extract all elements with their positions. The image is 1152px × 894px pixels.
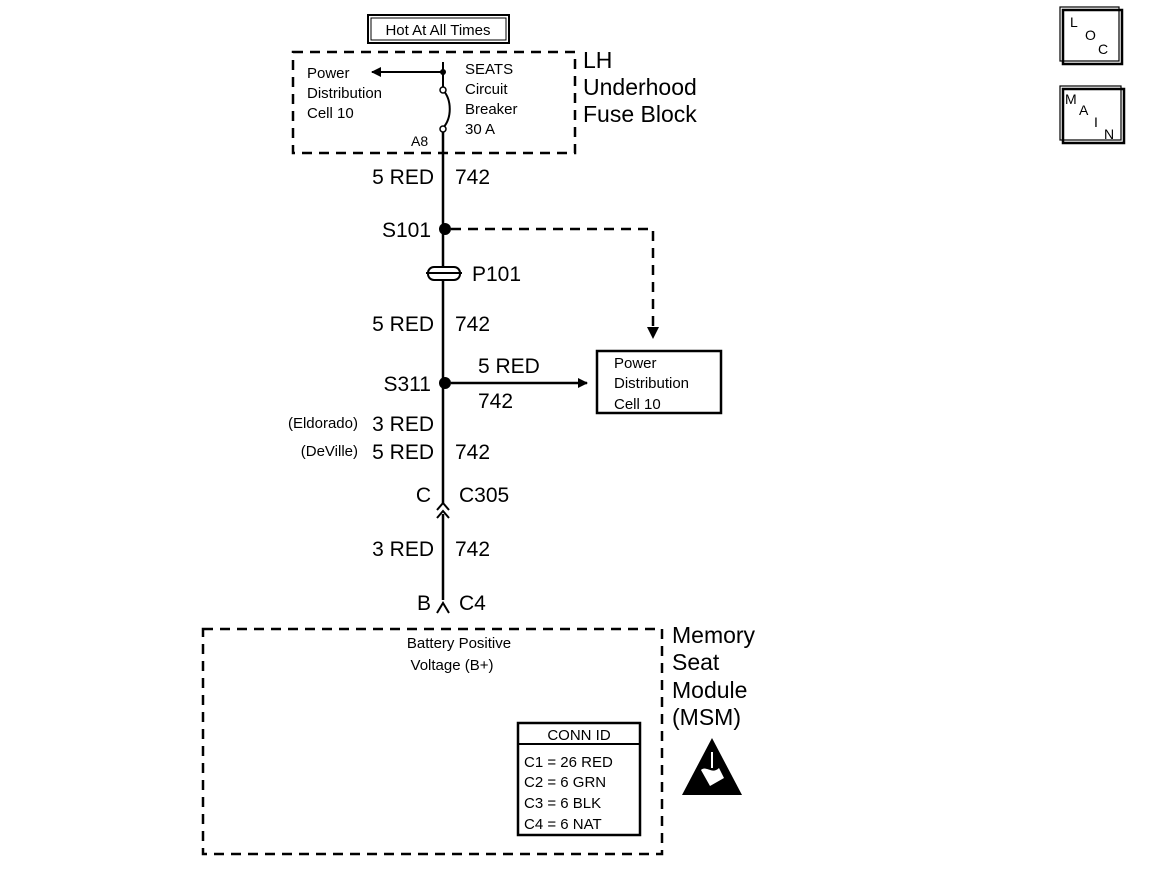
connector-c305-name: C305 [459,484,509,507]
fuse-block-outline [291,50,577,155]
msm-input-label: Battery Positive Voltage (B+) [407,635,511,674]
svg-text:Power: Power [614,355,657,372]
wire2-circuit: 742 [455,313,490,336]
esd-warning-icon [682,738,742,795]
terminal-a8-label: A8 [411,133,428,149]
wire4-circuit: 742 [455,538,490,561]
branch-circuit: 742 [478,390,513,413]
connector-c4-name: C4 [459,592,486,615]
loc-letter-2: O [1085,27,1096,43]
main-letter-1: M [1065,91,1077,107]
svg-text:Distribution: Distribution [307,85,382,102]
wire3-eldorado-variant: (Eldorado) [288,415,358,432]
main-letter-3: I [1094,114,1098,130]
svg-text:Fuse Block: Fuse Block [583,101,697,127]
svg-text:Underhood: Underhood [583,74,697,100]
connector-c4-symbol [436,601,450,614]
wire3-deville-gauge-color: 5 RED [372,441,434,464]
conn-id-header: CONN ID [547,727,611,744]
svg-text:Memory: Memory [672,622,756,648]
connector-c305-pin: C [416,484,431,507]
loc-letter-1: L [1070,14,1078,30]
svg-text:Power: Power [307,65,350,82]
circuit-breaker-label: SEATS Circuit Breaker 30 A [465,61,518,138]
conn-id-row: C1 = 26 RED [524,754,613,771]
splice-s311-dot [439,377,451,389]
wire3-eldorado-gauge-color: 3 RED [372,413,434,436]
branch-gauge-color: 5 RED [478,355,540,378]
svg-text:Hot At All Times: Hot At All Times [385,22,490,39]
svg-text:Distribution: Distribution [614,375,689,392]
wire3-deville-variant: (DeVille) [301,443,358,460]
svg-text:Cell 10: Cell 10 [307,105,354,122]
main-letter-2: A [1079,102,1089,118]
splice-s311-label: S311 [384,373,432,396]
splice-s101-dot [439,223,451,235]
svg-text:30 A: 30 A [465,121,495,138]
splice-s101-label: S101 [382,219,431,242]
passthrough-p101-symbol [426,266,462,281]
fuse-block-title: LH Underhood Fuse Block [583,47,697,127]
conn-id-row: C4 = 6 NAT [524,816,602,833]
conn-id-row: C3 = 6 BLK [524,795,601,812]
msm-title: Memory Seat Module (MSM) [672,622,756,730]
connector-c305-symbol [436,501,450,519]
loc-letter-3: C [1098,41,1108,57]
wire3-deville-circuit: 742 [455,441,490,464]
svg-text:Battery Positive: Battery Positive [407,635,511,652]
svg-text:Cell 10: Cell 10 [614,396,661,413]
passthrough-p101-label: P101 [472,263,521,286]
svg-text:Module: Module [672,677,747,703]
main-button[interactable]: M A I N [1059,85,1126,145]
conn-id-row: C2 = 6 GRN [524,774,606,791]
svg-text:Circuit: Circuit [465,81,508,98]
svg-text:LH: LH [583,47,612,73]
svg-text:(MSM): (MSM) [672,704,741,730]
hot-at-all-times-label: Hot At All Times [367,14,510,44]
svg-text:SEATS: SEATS [465,61,513,78]
circuit-breaker-symbol [371,62,451,133]
msm-outline [201,627,664,856]
wire2-gauge-color: 5 RED [372,313,434,336]
svg-text:Breaker: Breaker [465,101,518,118]
svg-text:Voltage (B+): Voltage (B+) [411,657,494,674]
dashed-branch-arrowhead [647,327,659,339]
fuse-block-pdc-label: Power Distribution Cell 10 [307,65,382,122]
svg-text:Seat: Seat [672,649,720,675]
loc-button[interactable]: L O C [1059,6,1124,66]
wire4-gauge-color: 3 RED [372,538,434,561]
pdc-cell10-box: Power Distribution Cell 10 [595,349,723,415]
wire1-gauge-color: 5 RED [372,166,434,189]
wire1-circuit: 742 [455,166,490,189]
main-letter-4: N [1104,126,1114,142]
connector-c4-pin: B [417,592,431,615]
conn-id-table: CONN ID C1 = 26 RED C2 = 6 GRN C3 = 6 BL… [516,721,642,837]
